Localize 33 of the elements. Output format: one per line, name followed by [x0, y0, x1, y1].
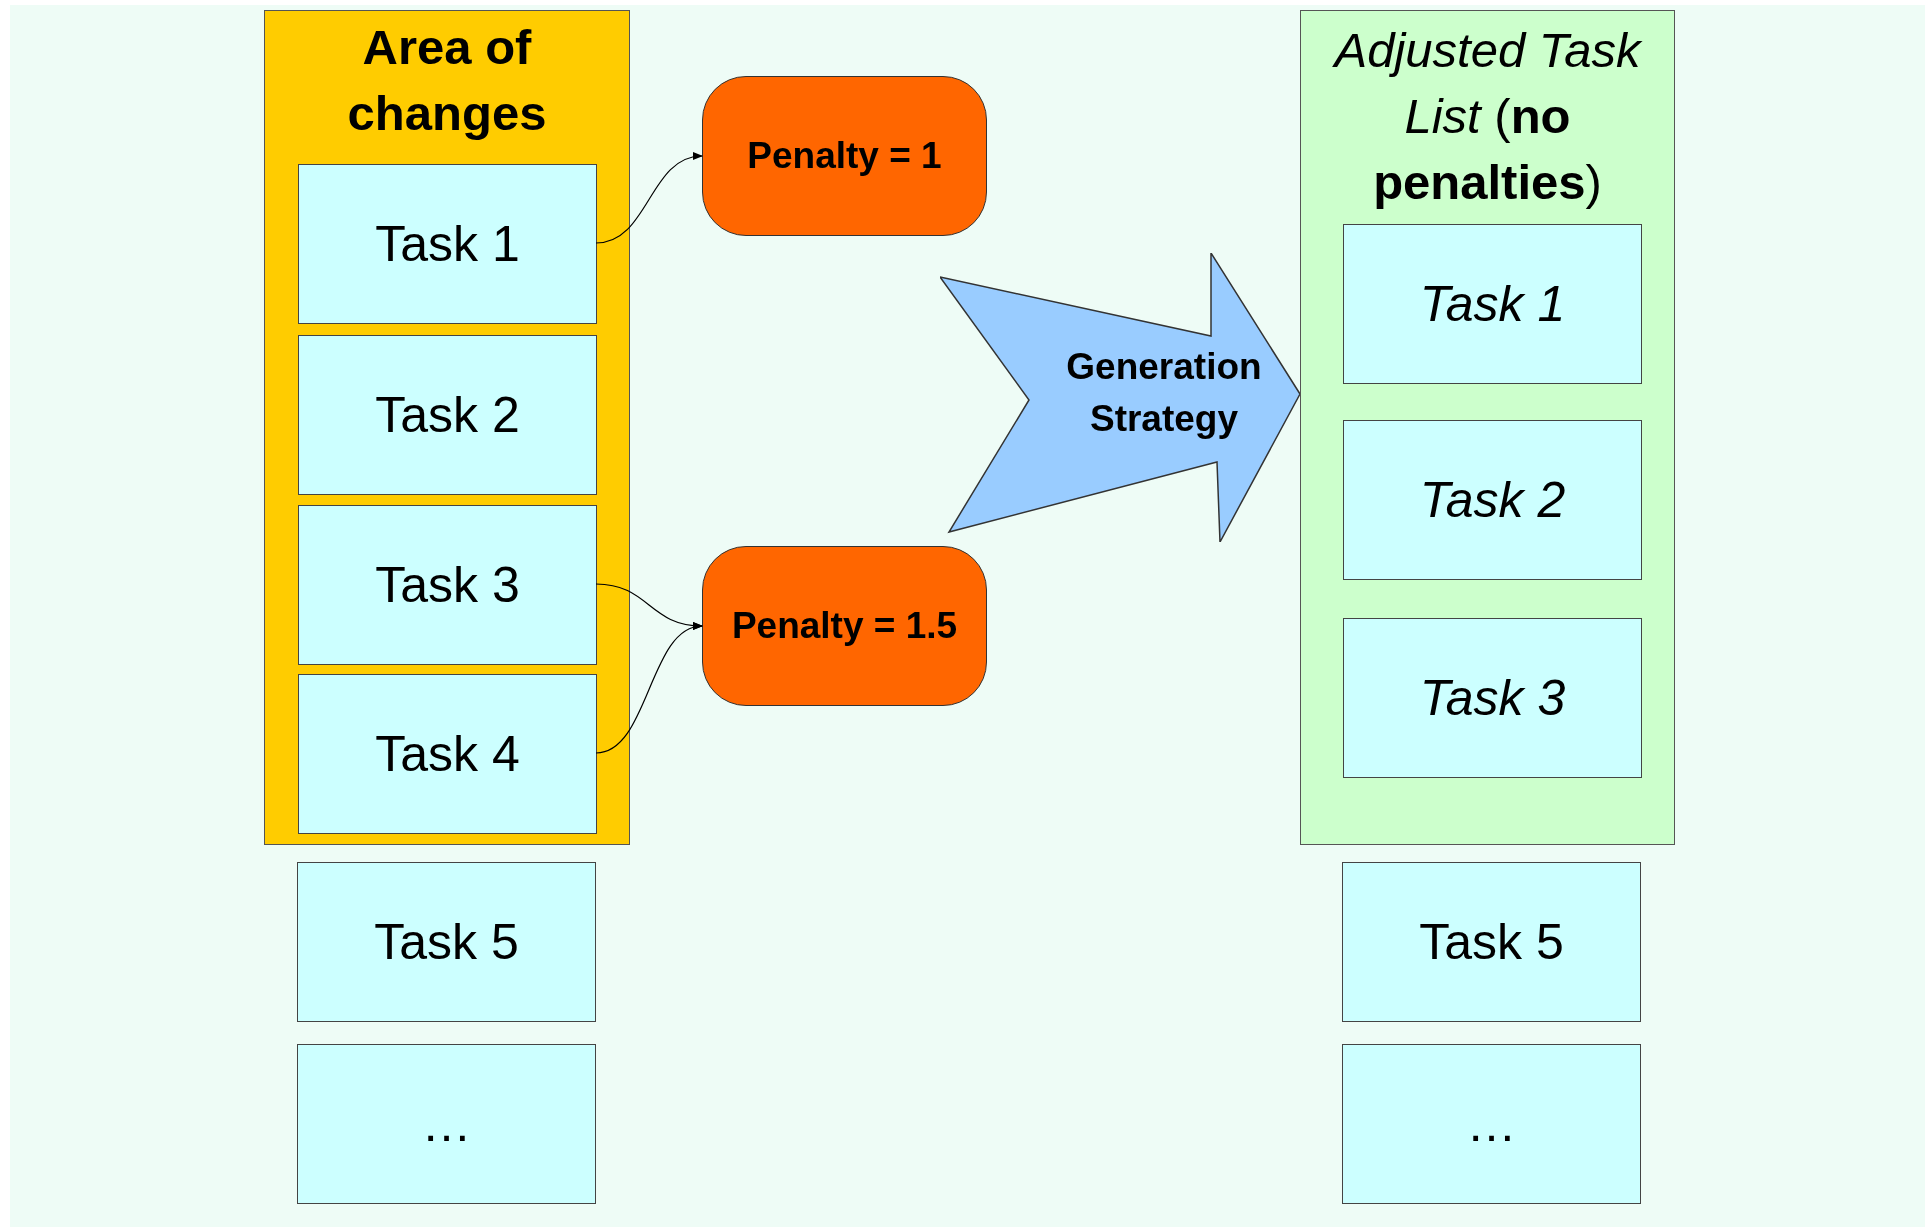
connector-arrow: [595, 623, 703, 754]
panel-heading: Area of changes: [346, 19, 548, 142]
task-label: Task 5: [374, 912, 519, 972]
task-label: Task 3: [375, 555, 520, 615]
task-label: Task 3: [1419, 668, 1566, 728]
task-box: [1343, 618, 1642, 778]
task-label: …: [421, 1094, 472, 1154]
task-box: [298, 335, 597, 495]
panel-heading: Adjusted Task List (no penalties): [1331, 22, 1643, 211]
area-panel: [264, 10, 630, 845]
arrow-label: Generation Strategy: [1065, 345, 1263, 441]
penalty-box: [702, 76, 987, 236]
result-panel: [1300, 10, 1675, 845]
task-box: [298, 164, 597, 324]
task-box: [298, 674, 597, 834]
task-box: [1342, 862, 1641, 1022]
connector-arrow: [595, 153, 703, 244]
task-box: [297, 1044, 596, 1204]
task-label: …: [1466, 1094, 1517, 1154]
task-box: [1343, 420, 1642, 580]
task-label: Task 1: [375, 214, 520, 274]
task-box: [297, 862, 596, 1022]
task-box: [1343, 224, 1642, 384]
task-label: Task 2: [1419, 470, 1566, 530]
penalty-box: [702, 546, 987, 706]
penalty-label: Penalty = 1.5: [731, 604, 958, 649]
task-label: Task 1: [1419, 274, 1566, 334]
task-label: Task 5: [1419, 912, 1564, 972]
task-label: Task 2: [375, 385, 520, 445]
task-box: [298, 505, 597, 665]
task-label: Task 4: [375, 724, 520, 784]
penalty-label: Penalty = 1: [747, 134, 942, 179]
task-box: [1342, 1044, 1641, 1204]
